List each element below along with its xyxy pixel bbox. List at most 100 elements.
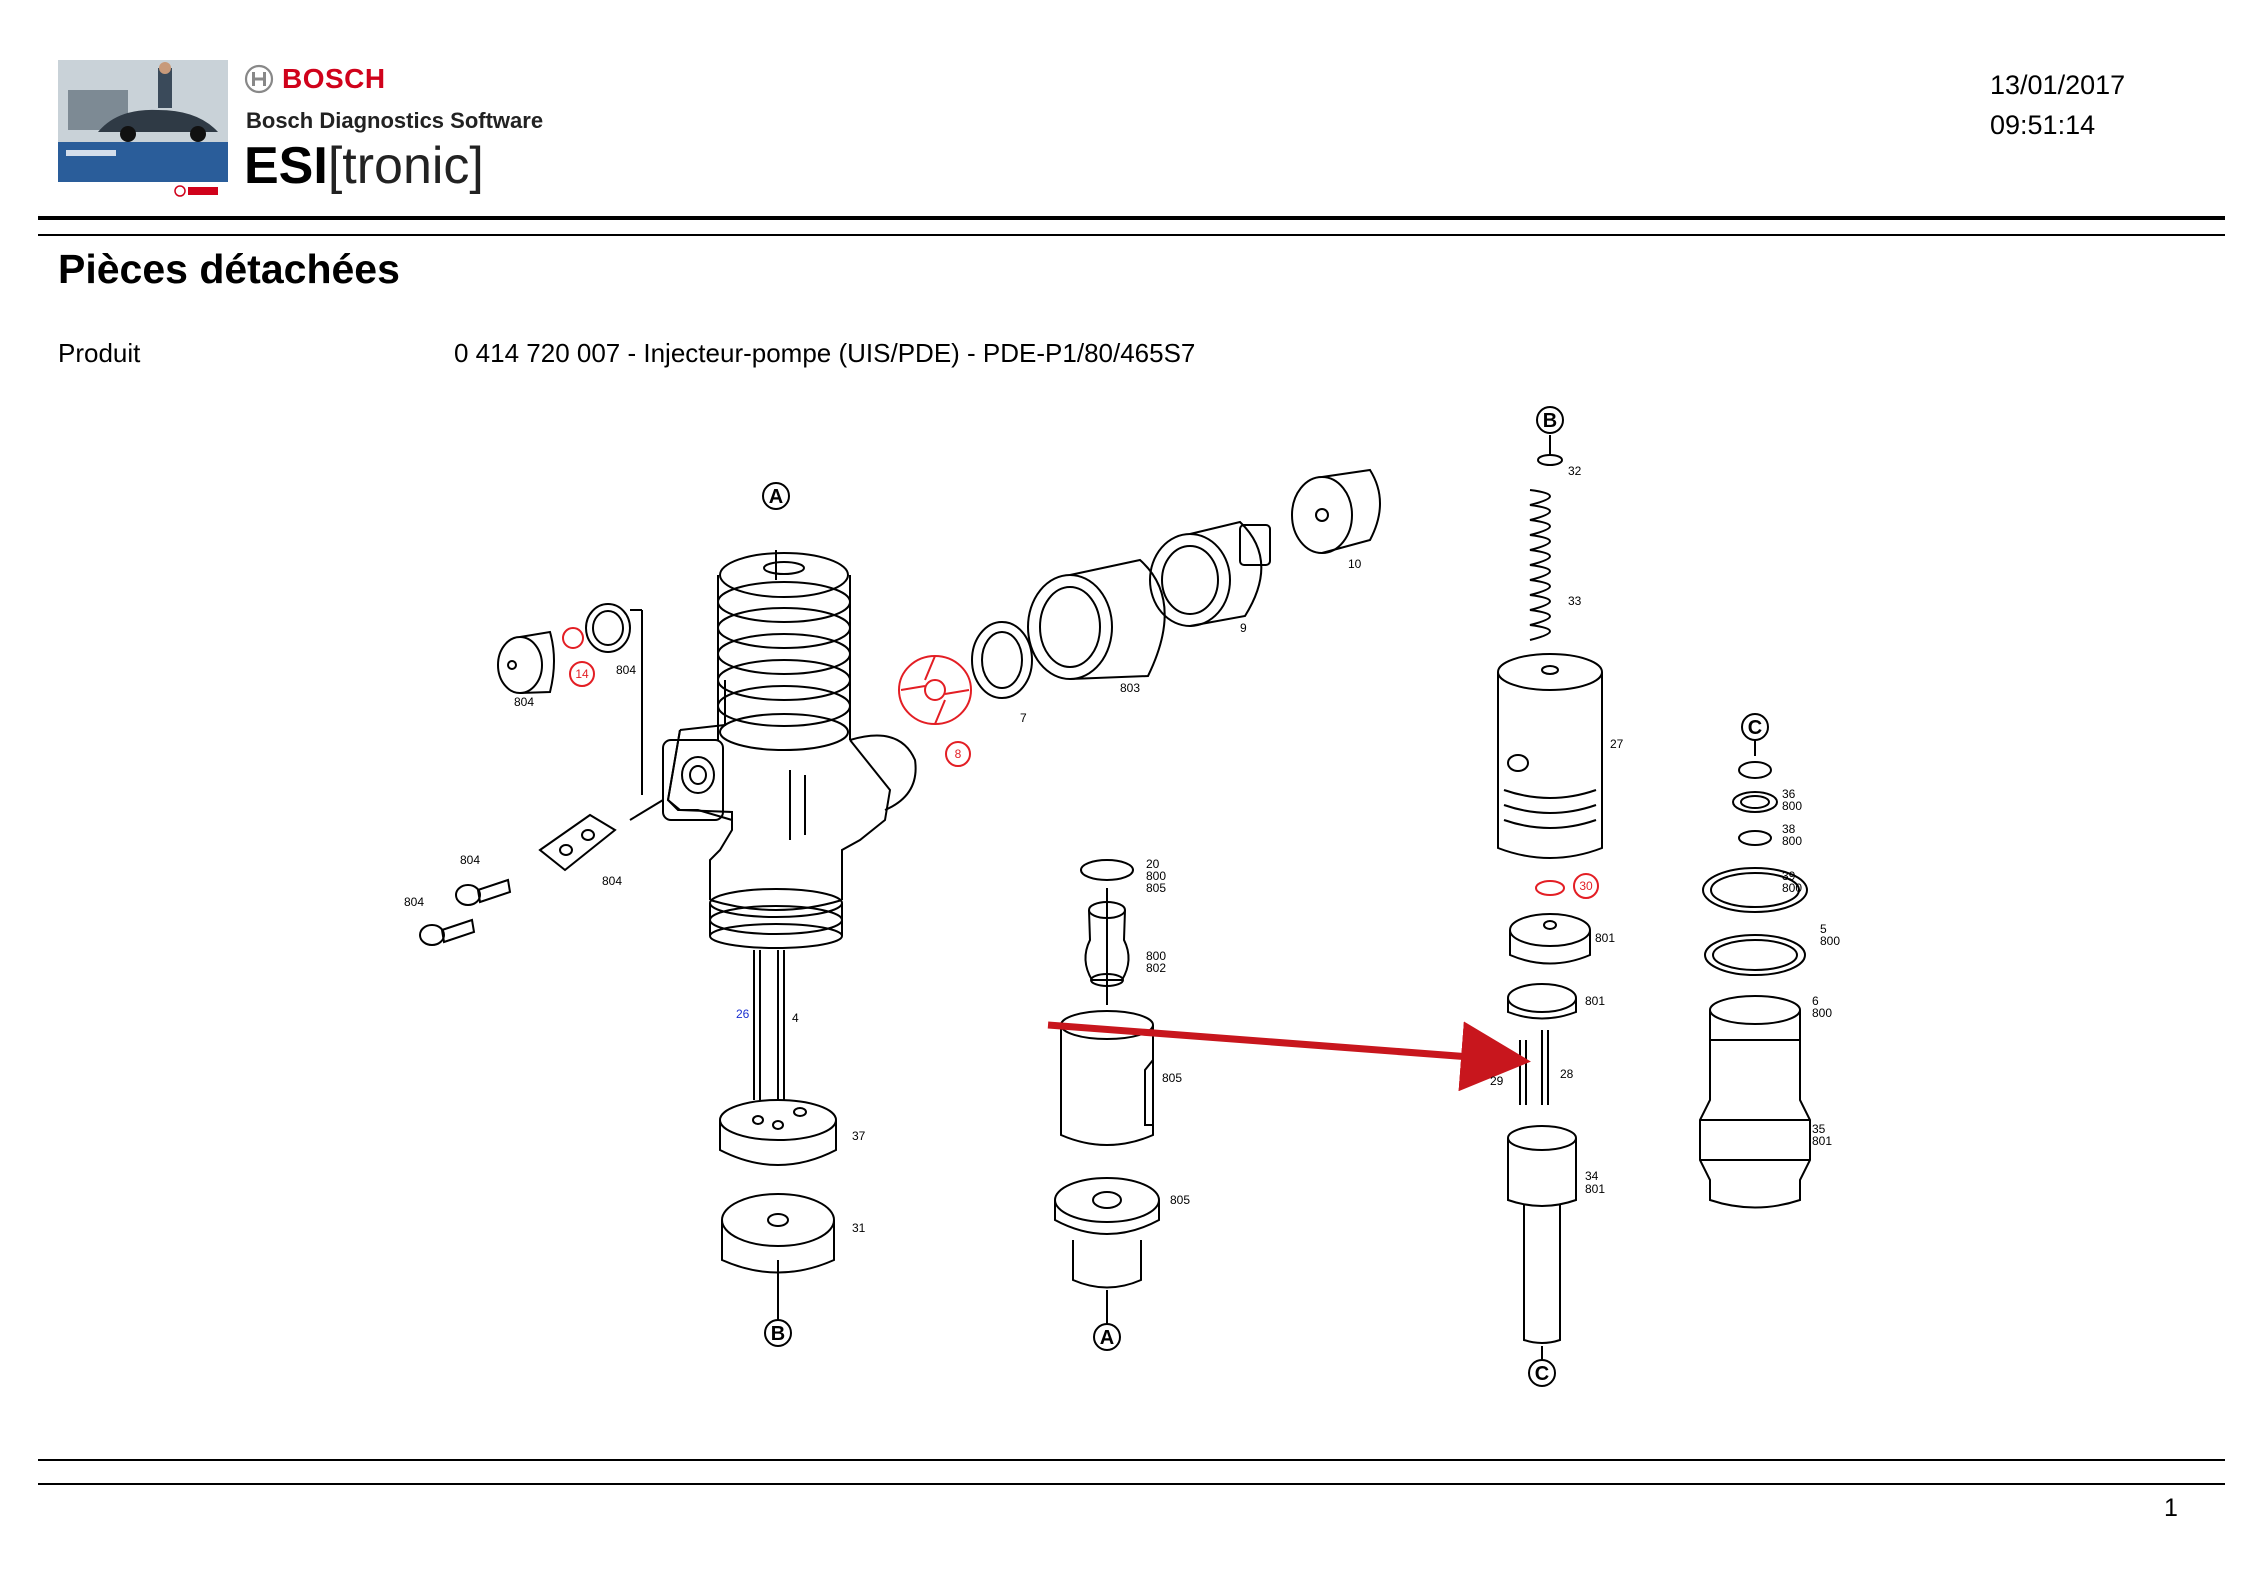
valve-cap-10 [1291,468,1381,554]
callout-circle-8 [945,741,971,767]
injector-body [662,550,917,949]
valve-plate-801 [1509,913,1591,965]
spacer-805 [1054,1177,1160,1289]
part-label-804-seal: 804 [616,663,636,677]
part-label-803: 803 [1120,681,1140,695]
bosch-wordmark: BOSCH [282,63,386,94]
spring-33 [1529,489,1551,641]
print-date: 13/01/2017 [1990,70,2126,100]
annotation-arrow [1047,1021,1531,1092]
part-label-35-801: 801 [1812,1134,1832,1148]
part-label-805-spacer: 805 [1170,1193,1190,1207]
part-label-804-cap: 804 [514,695,534,709]
part-label-38-800: 800 [1782,834,1802,848]
part-label-34: 34 [1585,1169,1599,1183]
seal-ring-5 [1702,867,1808,913]
part-label-20-800: 800 [1146,869,1166,883]
o-ring-39 [1738,830,1772,846]
footer-rule-lower [38,1483,2225,1485]
callout-circle-30 [1573,873,1599,899]
esitronic-wordmark: ESI[tronic] [244,136,484,196]
o-ring-20 [1080,859,1134,881]
end-cap [497,630,555,694]
shim-7 [971,621,1033,699]
shim-plate-801 [1507,983,1577,1020]
washer-38 [1732,791,1778,813]
bosch-armature-icon [244,64,274,94]
connector-A-top-label: A [769,486,783,508]
part-label-7: 7 [1020,711,1027,725]
sleeve-35 [1699,995,1811,1209]
connector-A-bottom [1093,1323,1121,1351]
o-ring-36 [1738,761,1772,779]
part-label-10: 10 [1348,557,1362,571]
part-label-8: 8 [955,747,962,761]
part-label-804-screw-upper: 804 [460,853,480,867]
page-title: Pièces détachées [58,246,400,292]
part-label-29: 29 [1490,1074,1504,1088]
connector-C-top-label: C [1748,717,1762,739]
part-label-37: 37 [852,1129,866,1143]
connector-B-top-label: B [1543,410,1557,432]
esitronic-wordmark-light: [tronic] [327,137,484,195]
connector-A-top [762,482,790,510]
header-rule-thick [38,216,2225,220]
connector-C-bottom [1528,1359,1556,1387]
part-label-800: 800 [1146,949,1166,963]
part-label-802: 802 [1146,961,1166,975]
part-label-5: 5 [1820,922,1827,936]
part-label-4: 4 [792,1011,799,1025]
part-label-32: 32 [1568,464,1582,478]
part-label-20-805: 805 [1146,881,1166,895]
header-rule-thin [38,234,2225,236]
connector-B-top [1536,406,1564,434]
valve-piece-800-802 [1084,888,1130,1005]
part-label-9: 9 [1240,621,1247,635]
connector-B-bottom-label: B [771,1323,785,1345]
connector-C-top [1741,713,1769,741]
part-label-28: 28 [1560,1067,1574,1081]
part-label-39-800: 800 [1782,881,1802,895]
seal-ring-804 [585,603,631,653]
bosch-logo: BOSCH [244,62,386,96]
part-label-20: 20 [1146,857,1160,871]
nozzle-34 [1507,1125,1577,1344]
o-ring-30 [1535,880,1565,896]
part-label-30: 30 [1579,879,1593,893]
part-label-34-801: 801 [1585,1182,1605,1196]
part-label-35: 35 [1812,1122,1826,1136]
part-label-39: 39 [1782,869,1796,883]
clamp-bracket [538,799,664,872]
callout-circle-14 [569,661,595,687]
screw-upper [455,878,512,906]
esitronic-cover-thumbnail [58,60,228,200]
connector-A-bottom-label: A [1100,1327,1114,1349]
part-label-31: 31 [852,1221,866,1235]
connector-C-bottom-label: C [1535,1363,1549,1385]
software-name: Bosch Diagnostics Software [246,108,544,133]
product-label: Produit [58,338,141,368]
seal-ring-6 [1704,934,1806,976]
part-label-26-link[interactable]: 26 [736,1007,750,1021]
part-label-804-bracket: 804 [602,874,622,888]
pump-cylinder-27 [1497,653,1603,859]
part-label-36-800: 800 [1782,799,1802,813]
connector-B-bottom [764,1319,792,1347]
part-label-36: 36 [1782,787,1796,801]
armature-plate-8 [898,655,972,725]
part-label-801-a: 801 [1595,931,1615,945]
union-nut-803 [1027,558,1166,680]
part-label-6-800: 800 [1812,1006,1832,1020]
footer-rule-upper [38,1459,2225,1461]
part-label-27: 27 [1610,737,1624,751]
part-label-805-nut: 805 [1162,1071,1182,1085]
spring-seat-32 [1537,454,1563,466]
print-time: 09:51:14 [1990,110,2096,140]
o-ring-14 [562,627,584,649]
solenoid-valve-9 [1149,520,1271,627]
exploded-parts-diagram: A B A B C C 32 33 27 801 801 28 29 34 80… [404,406,1840,1387]
part-label-38: 38 [1782,822,1796,836]
part-label-5-800: 800 [1820,934,1840,948]
part-label-804-screw-lower: 804 [404,895,424,909]
part-label-14: 14 [575,667,589,681]
